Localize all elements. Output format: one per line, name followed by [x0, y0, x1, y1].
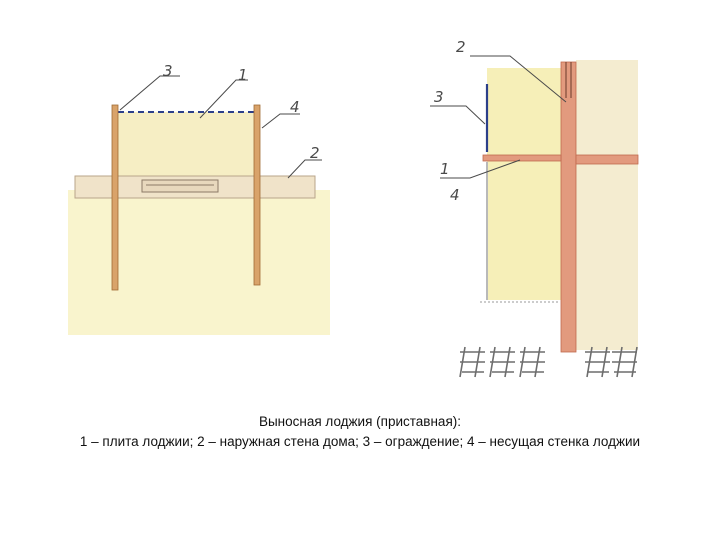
- left-label-1: 1: [238, 66, 248, 84]
- figure-caption: Выносная лоджия (приставная): 1 – плита …: [0, 412, 720, 452]
- loggia-volume-fill: [487, 68, 563, 300]
- left-label-2: 2: [310, 144, 320, 162]
- right-leader-2: [470, 55, 567, 103]
- loggia-interior-fill: [118, 112, 256, 176]
- left-leader-3: [119, 75, 180, 111]
- left-background-fill: [68, 190, 330, 335]
- right-view: 2 3 1 4: [430, 38, 639, 378]
- right-leader-1: [440, 159, 521, 179]
- right-label-4: 4: [450, 186, 460, 204]
- left-leader-2: [287, 159, 322, 179]
- left-leader-4: [261, 113, 300, 129]
- right-label-3: 3: [434, 88, 444, 106]
- right-leader-3: [430, 105, 486, 125]
- caption-title: Выносная лоджия (приставная):: [258, 414, 462, 429]
- right-post: [253, 104, 261, 286]
- loggia-slab: [141, 179, 219, 193]
- ground-hatching: [459, 346, 638, 378]
- right-label-2: 2: [456, 38, 466, 56]
- left-label-3: 3: [163, 62, 173, 80]
- house-floor-section: [575, 154, 639, 165]
- left-leader-1: [199, 79, 248, 119]
- caption-legend: 1 – плита лоджии; 2 – наружная стена дом…: [79, 434, 641, 449]
- right-label-1: 1: [440, 160, 450, 178]
- loggia-slab-section: [482, 154, 562, 162]
- house-wall-area: [576, 60, 638, 350]
- house-outer-wall: [560, 61, 577, 353]
- left-view: 3 1 4 2: [68, 62, 330, 335]
- left-label-4: 4: [290, 98, 300, 116]
- loggia-diagram: 3 1 4 2 2: [68, 38, 639, 378]
- left-post: [111, 104, 119, 291]
